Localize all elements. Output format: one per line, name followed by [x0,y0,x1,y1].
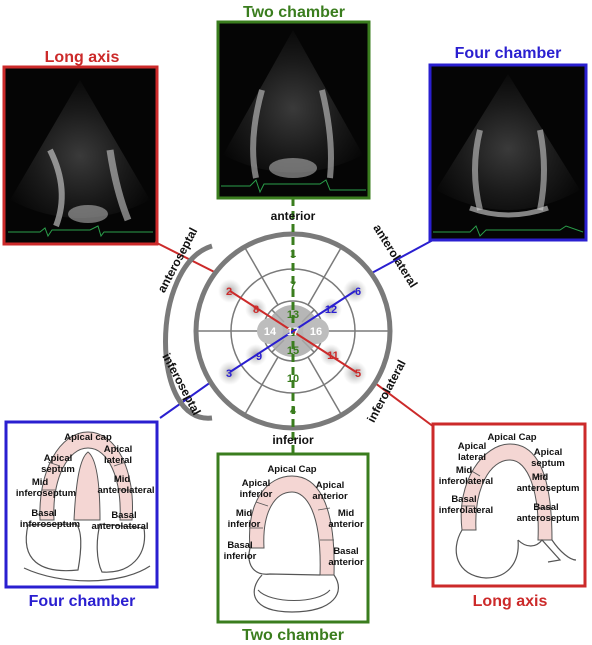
la-basal-anteroseptum-1: Basal [533,502,558,513]
la-mid-inferolateral-1: Mid [456,465,473,476]
segment-11: 11 [327,350,339,362]
segment-6: 6 [355,286,361,298]
tc-basal-inferior-1: Basal [227,540,252,551]
two-chamber-echo-title: Two chamber [243,4,345,21]
segment-13: 13 [287,309,299,321]
tc-mid-inferior-1: Mid [236,508,253,519]
fc-basal-anterolateral-2: anterolateral [91,521,148,532]
long-axis-echo-panel [2,65,159,246]
la-apical-cap: Apical Cap [487,432,536,443]
la-basal-anteroseptum-2: anteroseptum [517,513,580,524]
la-basal-inferolateral-1: Basal [451,494,476,505]
bullseye-plot [163,198,393,454]
four-chamber-echo-title: Four chamber [455,45,562,62]
long-axis-diagram-title: Long axis [473,593,548,610]
four-chamber-echo-panel [428,63,588,242]
fc-mid-anterolateral-1: Mid [114,474,131,485]
two-chamber-diagram-title: Two chamber [242,627,344,644]
tc-mid-anterior-2: anterior [328,519,364,530]
long-axis-echo-title: Long axis [45,49,120,66]
segment-7: 7 [290,280,296,292]
tc-apical-inferior-1: Apical [242,478,271,489]
segment-17: 17 [287,326,299,338]
segment-15: 15 [287,345,299,357]
segment-numbers: 1 2 3 4 5 6 7 8 9 10 11 12 13 14 15 16 1… [226,248,361,417]
segment-1: 1 [290,248,296,260]
fc-mid-inferoseptum-2: inferoseptum [16,488,76,499]
fc-apical-septum-2: septum [41,464,75,475]
segment-8: 8 [253,304,259,316]
segment-4: 4 [290,405,297,417]
segment-3: 3 [226,368,232,380]
fc-basal-inferoseptum-1: Basal [31,508,56,519]
fc-apical-lateral-1: Apical [104,444,133,455]
two-chamber-diagram: Apical Cap Apical inferior Apical anteri… [216,452,370,624]
segment-10: 10 [287,373,299,385]
long-axis-diagram: Apical Cap Apical lateral Apical septum … [431,422,587,588]
tc-apical-anterior-2: anterior [312,491,348,502]
fc-mid-inferoseptum-1: Mid [32,477,49,488]
orientation-inferior: inferior [272,433,314,447]
segment-2: 2 [226,286,232,298]
la-mid-inferolateral-2: inferolateral [439,476,493,487]
tc-basal-anterior-1: Basal [333,546,358,557]
segment-12: 12 [325,304,337,316]
segment-9: 9 [256,351,262,363]
tc-apical-inferior-2: inferior [240,489,273,500]
fc-apical-cap: Apical cap [64,432,112,443]
tc-mid-inferior-2: inferior [228,519,261,530]
la-apical-septum-1: Apical [534,447,563,458]
la-apical-lateral-1: Apical [458,441,487,452]
la-mid-anteroseptum-2: anteroseptum [517,483,580,494]
fc-mid-anterolateral-2: anterolateral [97,485,154,496]
la-mid-anteroseptum-1: Mid [532,472,549,483]
tc-basal-anterior-2: anterior [328,557,364,568]
la-basal-inferolateral-2: inferolateral [439,505,493,516]
tc-mid-anterior-1: Mid [338,508,355,519]
segment-14: 14 [264,326,277,338]
tc-basal-inferior-2: inferior [224,551,257,562]
fc-basal-inferoseptum-2: inferoseptum [20,519,80,530]
la-apical-septum-2: septum [531,458,565,469]
tc-apical-cap: Apical Cap [267,464,316,475]
four-chamber-diagram: Apical cap Apical septum Apical lateral … [4,420,159,589]
four-chamber-diagram-title: Four chamber [29,593,136,610]
two-chamber-echo-panel [216,20,371,200]
la-apical-lateral-2: lateral [458,452,486,463]
segment-16: 16 [310,326,322,338]
tc-apical-anterior-1: Apical [316,480,345,491]
fc-apical-septum-1: Apical [44,453,73,464]
bullseye-view-lines [229,290,357,373]
orientation-anterior: anterior [271,209,316,223]
fc-apical-lateral-2: lateral [104,455,132,466]
fc-basal-anterolateral-1: Basal [111,510,136,521]
segment-5: 5 [355,368,361,380]
